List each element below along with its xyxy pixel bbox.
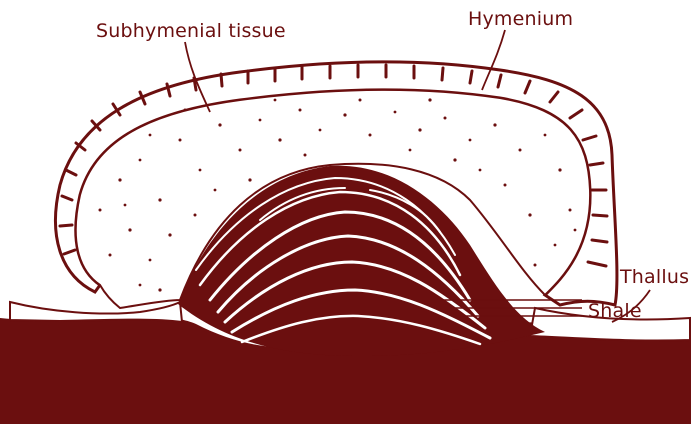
thallus-layer <box>10 302 182 322</box>
label-subhymenial-tissue: Subhymenial tissue <box>96 20 286 42</box>
label-hymenium: Hymenium <box>468 8 573 30</box>
label-shale: Shale <box>588 300 642 322</box>
label-thallus: Thallus <box>620 266 689 288</box>
